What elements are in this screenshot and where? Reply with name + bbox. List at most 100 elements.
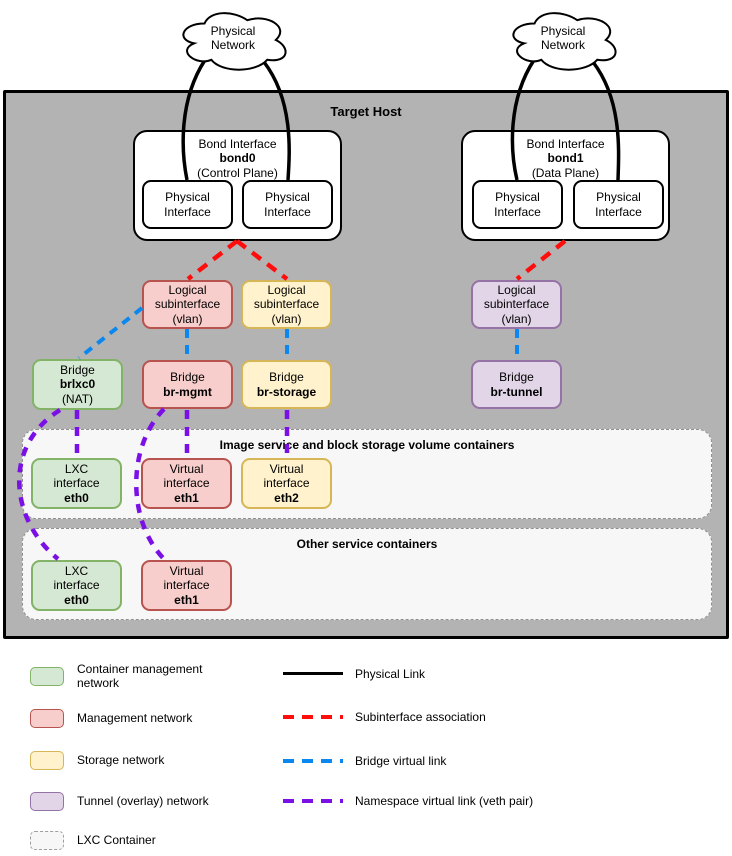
label-line: Bridge: [499, 370, 534, 385]
label-line: subinterface: [483, 297, 550, 312]
legend-swatch-lxc-container: [30, 831, 64, 850]
label-line: Bridge: [269, 370, 304, 385]
label-line: Physical: [596, 190, 641, 205]
container1-eth0-box: LXC interface eth0: [31, 458, 122, 509]
lxc-container-image-storage: Image service and block storage volume c…: [22, 429, 712, 519]
interface-name: eth1: [174, 490, 199, 505]
legend-row-tunnel: Tunnel (overlay) network: [30, 792, 209, 811]
container2-title: Other service containers: [296, 537, 438, 551]
legend-label: Container management network: [77, 662, 203, 690]
label-line: (vlan): [501, 311, 532, 326]
label-line: Virtual: [169, 564, 204, 579]
subinterface-tunnel-box: Logical subinterface (vlan): [471, 280, 562, 329]
bond1-physical-interface-right: Physical Interface: [573, 180, 664, 229]
label-line: Interface: [494, 204, 541, 219]
target-host-title: Target Host: [330, 104, 402, 119]
legend-label: Namespace virtual link (veth pair): [355, 793, 534, 808]
bond1-name: bond1: [547, 151, 584, 166]
label-line: Network: [210, 38, 255, 53]
bridge-br-storage-box: Bridge br-storage: [241, 360, 332, 409]
container1-eth2-box: Virtual interface eth2: [241, 458, 332, 509]
legend-line-physical: [283, 671, 343, 676]
label-line: Logical: [267, 283, 306, 298]
bond1-physical-interface-left: Physical Interface: [472, 180, 563, 229]
interface-name: eth0: [64, 490, 89, 505]
label-line: Interface: [264, 204, 311, 219]
bond0-plane: (Control Plane): [197, 165, 278, 180]
interface-name: eth0: [64, 592, 89, 607]
label-line: subinterface: [253, 297, 320, 312]
legend-swatch-tunnel: [30, 792, 64, 811]
label-line: Physical: [540, 24, 586, 38]
legend-label: Bridge virtual link: [355, 753, 447, 768]
bond0-name: bond0: [219, 151, 256, 166]
bond0-physical-interface-right: Physical Interface: [242, 180, 333, 229]
legend-label: Management network: [77, 710, 193, 725]
legend-swatch-storage: [30, 751, 64, 770]
label-line: Physical: [165, 190, 210, 205]
label-line: LXC: [64, 462, 89, 477]
bridge-br-tunnel-box: Bridge br-tunnel: [471, 360, 562, 409]
label-line: (vlan): [271, 311, 302, 326]
interface-name: eth2: [274, 490, 299, 505]
label-line: Physical: [265, 190, 310, 205]
label-line: Physical: [495, 190, 540, 205]
legend-row-container-management: Container management network: [30, 662, 227, 691]
bond0-type: Bond Interface: [198, 137, 277, 151]
label-line: Bridge: [170, 370, 205, 385]
legend-line-veth: [283, 798, 343, 803]
legend-line-subinterface: [283, 714, 343, 719]
lxc-container-other-services: Other service containers: [22, 528, 712, 620]
label-line: Interface: [595, 204, 642, 219]
legend-label: LXC Container: [77, 832, 156, 847]
container2-eth1-box: Virtual interface eth1: [141, 560, 232, 611]
bridge-name: brlxc0: [59, 377, 96, 392]
physical-network-label-left: Physical Network: [176, 24, 290, 53]
label-line: Physical: [210, 24, 256, 38]
legend-swatch-management: [30, 709, 64, 728]
bond1-type: Bond Interface: [526, 137, 605, 151]
container1-title: Image service and block storage volume c…: [219, 438, 515, 452]
label-line: Virtual: [269, 462, 304, 477]
label-line: interface: [53, 476, 100, 491]
label-line: Logical: [168, 283, 207, 298]
label-line: Virtual: [169, 462, 204, 477]
legend-row-namespace-virtual-link: Namespace virtual link (veth pair): [283, 792, 533, 809]
legend-label: Subinterface association: [355, 709, 486, 724]
bond1-plane: (Data Plane): [531, 165, 600, 180]
label-line: Interface: [164, 204, 211, 219]
label-line: LXC: [64, 564, 89, 579]
bond0-physical-interface-left: Physical Interface: [142, 180, 233, 229]
bridge-name: br-storage: [256, 384, 317, 399]
label-line: interface: [163, 476, 210, 491]
label-line: Bridge: [60, 363, 95, 378]
legend-swatch-container-management: [30, 667, 64, 687]
label-line: (vlan): [172, 311, 203, 326]
legend-row-subinterface-association: Subinterface association: [283, 708, 486, 725]
interface-name: eth1: [174, 592, 199, 607]
bridge-br-mgmt-box: Bridge br-mgmt: [142, 360, 233, 409]
legend-line-bridge: [283, 758, 343, 763]
label-line: interface: [53, 578, 100, 593]
legend-label: Storage network: [77, 752, 165, 767]
label-line: interface: [263, 476, 310, 491]
label-line: Logical: [497, 283, 536, 298]
subinterface-storage-box: Logical subinterface (vlan): [241, 280, 332, 329]
container1-eth1-box: Virtual interface eth1: [141, 458, 232, 509]
physical-network-label-right: Physical Network: [506, 24, 620, 53]
legend-row-management: Management network: [30, 709, 192, 728]
bridge-name: br-mgmt: [163, 384, 212, 399]
label-line: interface: [163, 578, 210, 593]
legend-label: Tunnel (overlay) network: [77, 793, 209, 808]
bridge-name: br-tunnel: [490, 384, 543, 399]
legend-row-lxc: LXC Container: [30, 831, 156, 850]
container2-eth0-box: LXC interface eth0: [31, 560, 122, 611]
label-line: subinterface: [154, 297, 221, 312]
legend-row-physical-link: Physical Link: [283, 665, 425, 682]
legend-row-bridge-virtual-link: Bridge virtual link: [283, 752, 446, 769]
label-line: (NAT): [61, 391, 94, 406]
bridge-brlxc0-box: Bridge brlxc0 (NAT): [32, 359, 123, 410]
legend-row-storage: Storage network: [30, 751, 164, 770]
subinterface-mgmt-box: Logical subinterface (vlan): [142, 280, 233, 329]
legend-label: Physical Link: [355, 666, 426, 681]
